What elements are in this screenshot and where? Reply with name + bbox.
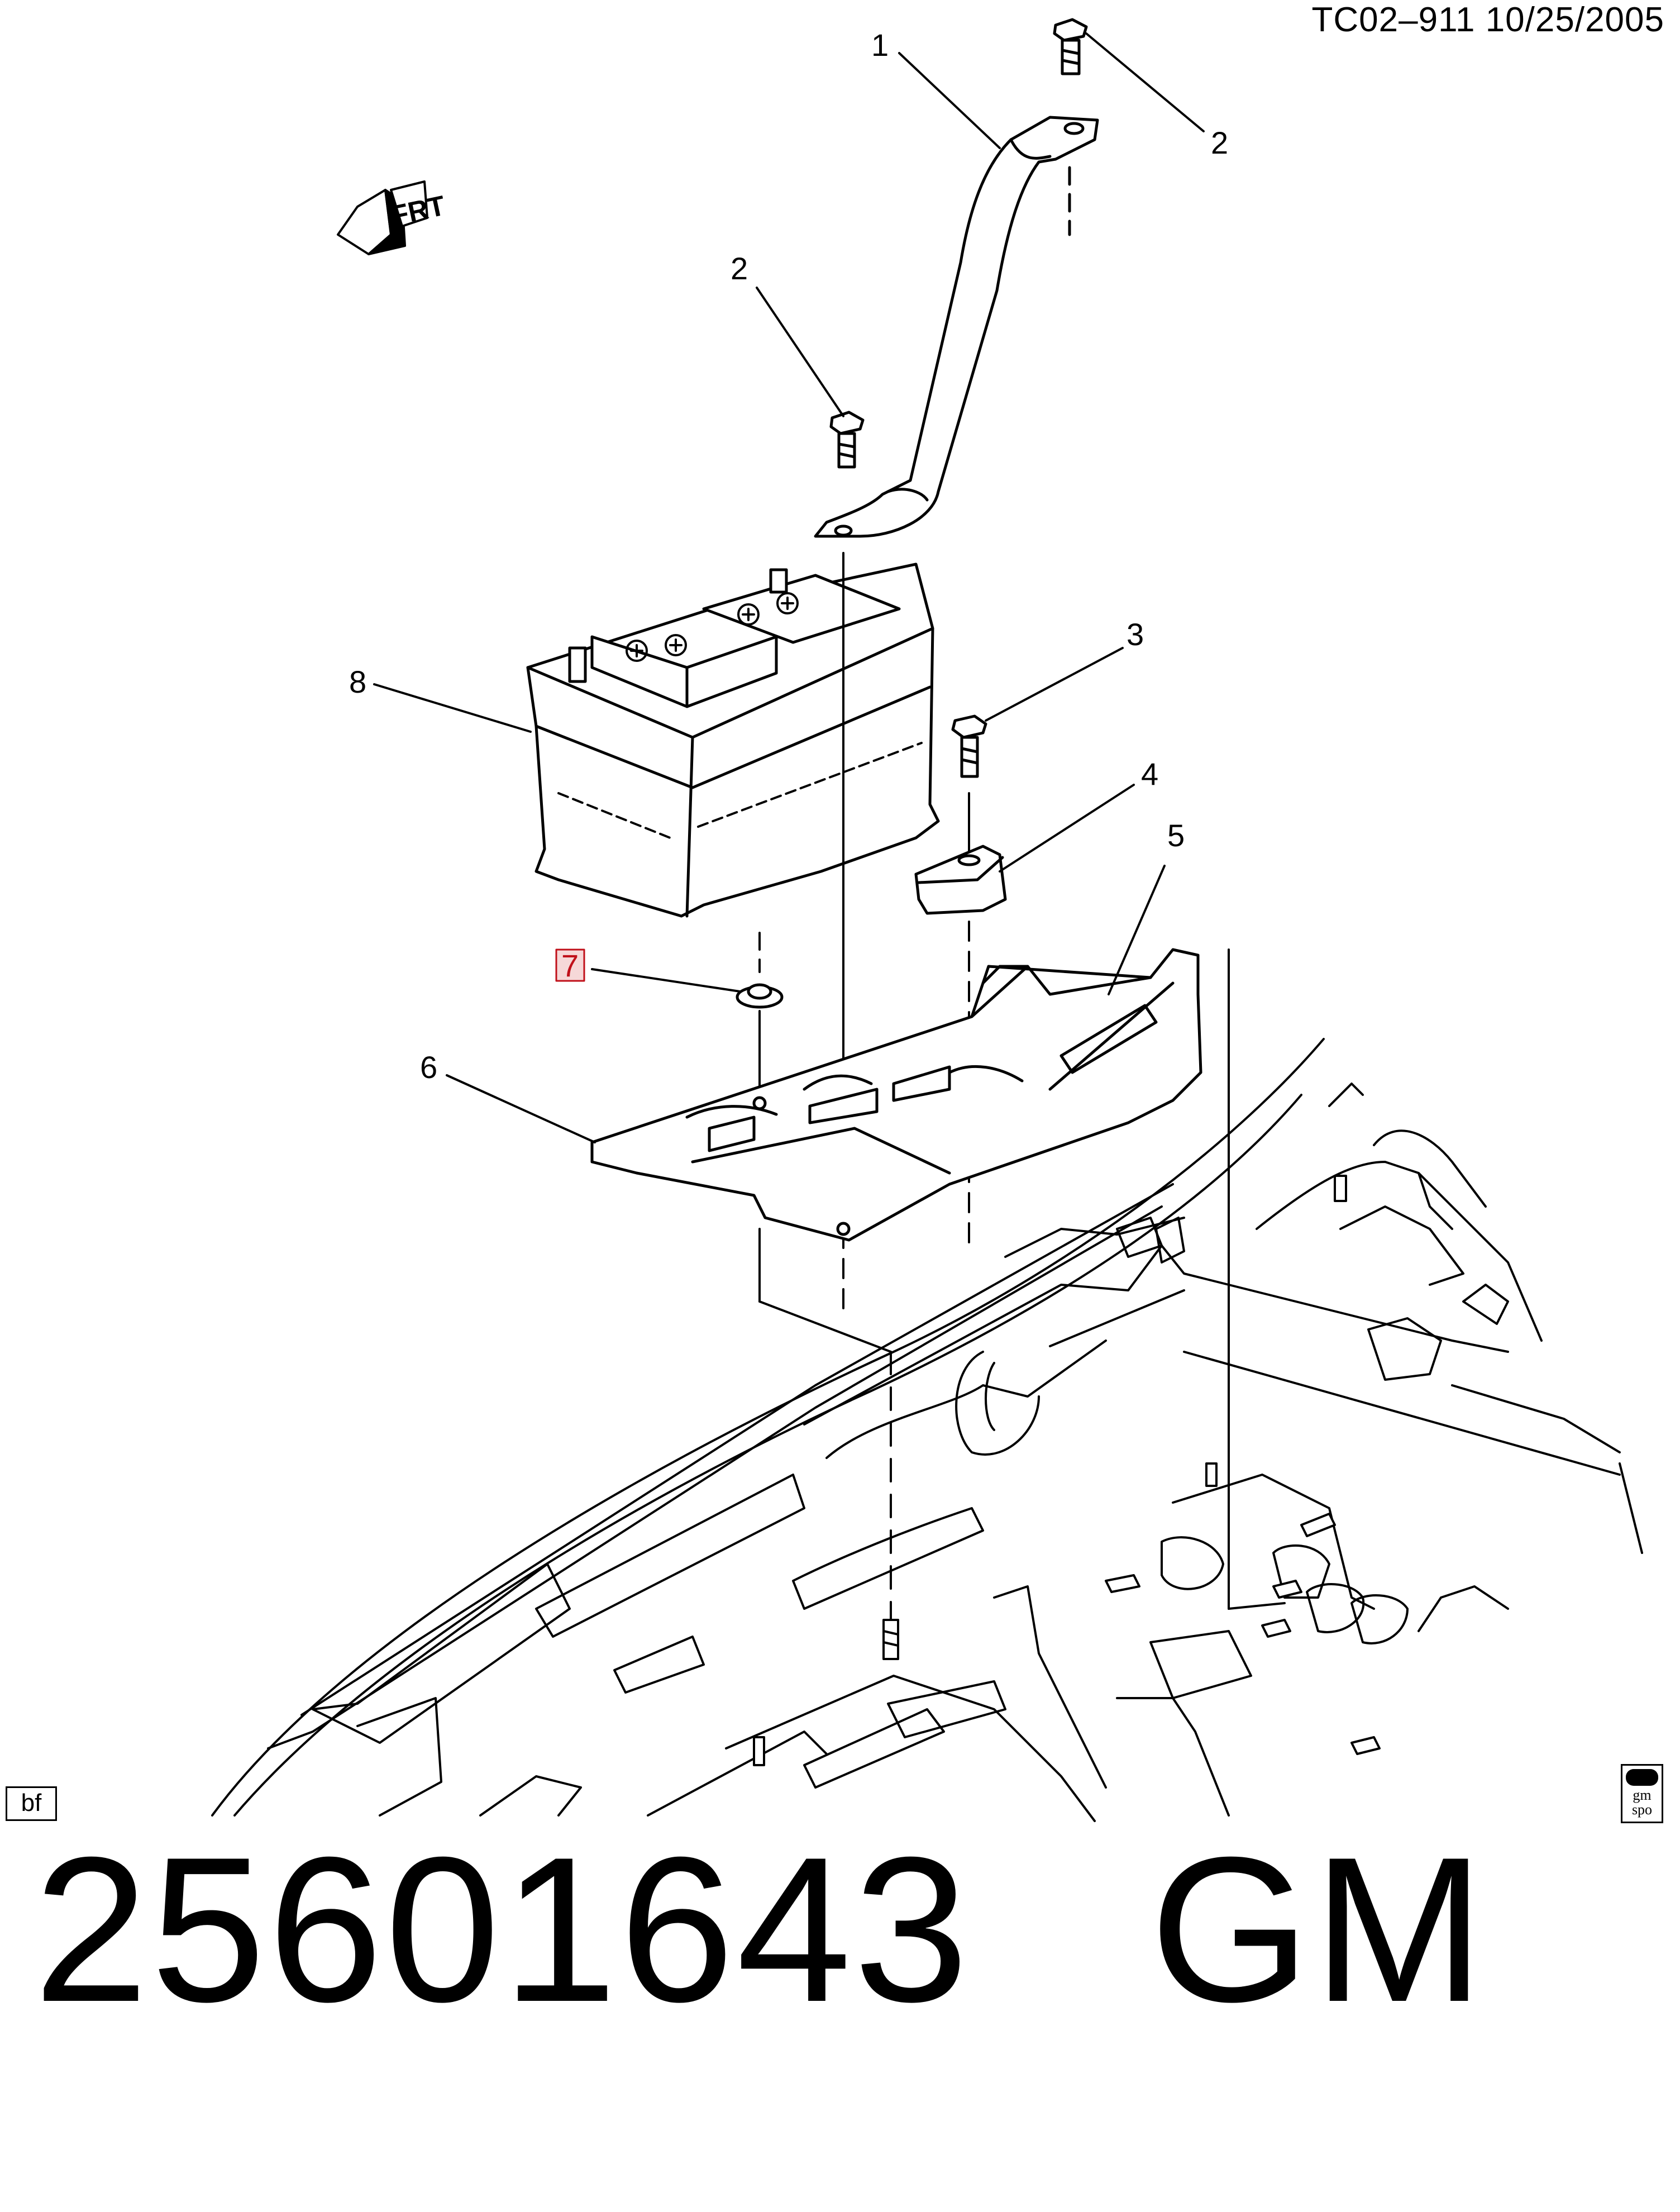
callout-1: 1 (871, 27, 889, 63)
gm-spo-top: gm (1633, 1787, 1652, 1803)
battery-hold-down-bracket (914, 845, 1007, 915)
strap-bolt-lower (829, 411, 865, 469)
callout-labels: 1 2 2 3 4 5 6 7 8 (349, 27, 1228, 1085)
front-arrow-icon: FRT (337, 180, 448, 255)
callout-4: 4 (1141, 756, 1158, 792)
battery-tray (590, 948, 1202, 1242)
callout-7: 7 (561, 948, 579, 983)
callout-3: 3 (1127, 617, 1144, 652)
vehicle-body-structure (211, 1038, 1643, 1822)
callout-8: 8 (349, 664, 366, 699)
callout-2-lower: 2 (731, 251, 748, 286)
callout-7-highlight-box (555, 948, 585, 982)
strap-bolt-upper (1053, 18, 1088, 75)
callout-leaders (373, 32, 1205, 1143)
callout-6: 6 (420, 1050, 437, 1085)
tray-nut-left (736, 983, 784, 1009)
callout-5: 5 (1167, 818, 1185, 853)
document-id-header: TC02–911 10/25/2005 (1311, 1, 1664, 39)
callout-2-upper: 2 (1211, 125, 1228, 160)
hold-down-strap (814, 116, 1099, 538)
battery (526, 562, 940, 918)
gm-spo-bottom: spo (1631, 1801, 1653, 1818)
gm-spo-logo: gm spo (1621, 1764, 1663, 1823)
body-studs (753, 1175, 1381, 1766)
part-number: 25601643 GM (34, 1814, 1487, 2045)
bf-badge: bf (6, 1786, 57, 1821)
bracket-bolt (951, 714, 987, 778)
